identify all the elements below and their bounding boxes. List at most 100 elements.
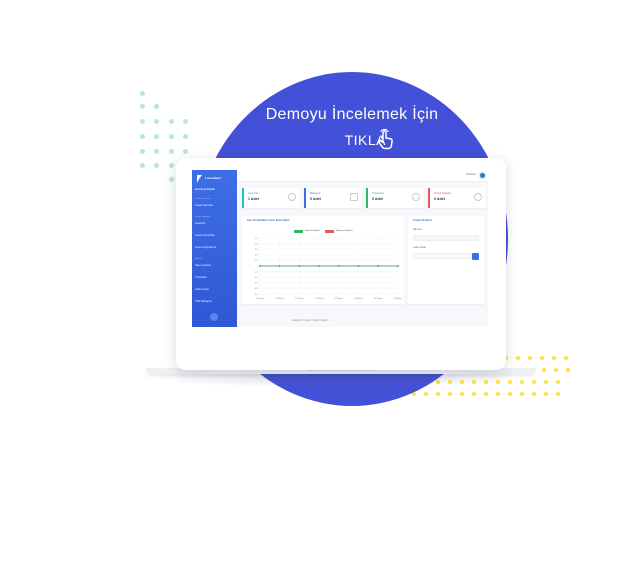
sidebar-item-license-checks[interactable]: Lisans Kontrolleri: [195, 234, 215, 237]
x-tick-label: 23 Mayıs: [334, 298, 344, 300]
yellow-dot: [554, 368, 558, 372]
sidebar-item-site-settings[interactable]: Sitem Ayarları: [195, 264, 212, 267]
yellow-dot: [504, 356, 508, 360]
green-dot: [154, 104, 159, 109]
green-dot: [140, 91, 145, 96]
clock-icon: [474, 193, 482, 201]
y-tick-label: 0.4: [255, 255, 259, 257]
footer-text: Geliştiren: Lisans Yönetim Sistemi: [292, 319, 329, 322]
data-point[interactable]: [259, 265, 261, 267]
stat-value: 0 Adet: [434, 197, 445, 201]
license-check-title: Lisans Kontrol: [413, 219, 432, 222]
logo-text: LisansBeni: [205, 176, 222, 180]
app-topbar: Kullanıcı: [237, 170, 488, 182]
yellow-dot: [424, 392, 428, 396]
sidebar-heading-ops: Lisans İşlemleri: [195, 216, 211, 218]
y-tick-label: 0.6: [255, 249, 259, 251]
yellow-dot: [412, 392, 416, 396]
legend-swatch-success[interactable]: [294, 230, 303, 233]
green-dot: [154, 119, 159, 124]
user-avatar[interactable]: [479, 172, 486, 179]
cta-text-line2[interactable]: TIKLA: [344, 132, 386, 148]
x-tick-label: 24 Mayıs: [354, 298, 364, 300]
cta-text-line1[interactable]: Demoyu İncelemek İçin: [265, 106, 439, 123]
x-tick-label: 20 Mayıs: [275, 298, 285, 300]
yellow-dot: [532, 380, 536, 384]
yellow-dot: [448, 392, 452, 396]
yellow-dot: [484, 380, 488, 384]
green-dot: [154, 149, 159, 154]
green-dot: [169, 134, 174, 139]
yellow-dot: [508, 392, 512, 396]
yellow-dot: [496, 392, 500, 396]
laptop-base: [146, 368, 536, 374]
yellow-dot: [528, 356, 532, 360]
stat-label: Bekleyen: [310, 192, 321, 195]
logo-icon: [197, 175, 202, 183]
yellow-dot: [448, 380, 452, 384]
sidebar-item-about[interactable]: Hakkımızda: [195, 288, 209, 291]
y-tick-label: 0.2: [255, 260, 259, 262]
y-tick-label: -0.6: [254, 283, 259, 285]
yellow-dot: [460, 380, 464, 384]
sidebar-toggle-button[interactable]: [210, 313, 218, 321]
yellow-dot: [472, 380, 476, 384]
license-code-label: Lisans Kodu: [413, 247, 426, 249]
check-icon: [412, 193, 420, 201]
data-point[interactable]: [278, 265, 281, 267]
yellow-dot: [436, 392, 440, 396]
green-dot: [140, 149, 145, 154]
laptop-frame: LisansBeni Gösterge Paneli Lisans Yöneti…: [176, 158, 506, 370]
x-tick-label: 22 Mayıs: [315, 298, 325, 300]
stat-label: Süresi Dolanlar: [434, 192, 452, 195]
line-chart: 1.00.80.60.40.20-0.2-0.4-0.6-0.8-1.019 M…: [254, 237, 402, 300]
data-point[interactable]: [377, 265, 380, 267]
x-tick-label: 21 Mayıs: [295, 298, 305, 300]
domain-input[interactable]: [413, 235, 479, 241]
sidebar-item-license-ops[interactable]: Lisans İşlemleri: [195, 204, 213, 207]
y-tick-label: -0.4: [254, 277, 259, 279]
green-dot: [140, 104, 145, 109]
stat-card-pending: Bekleyen 0 Adet: [304, 188, 362, 208]
sidebar-item-php-encrypt[interactable]: PHP Şifreleme: [195, 300, 212, 303]
legend-swatch-fail[interactable]: [325, 230, 334, 233]
license-code-input[interactable]: [413, 253, 471, 259]
data-point[interactable]: [357, 265, 360, 267]
stat-value: 1 Adet: [248, 197, 259, 201]
yellow-dot: [544, 380, 548, 384]
chart-card: Son 10 Günlük Lisans Kontrolleri Başarıl…: [242, 216, 404, 304]
stat-label: Onaylanan: [372, 192, 385, 195]
yellow-dot: [472, 392, 476, 396]
green-dot: [140, 119, 145, 124]
sidebar-item-licenses[interactable]: Lisanslar: [195, 222, 206, 225]
data-point[interactable]: [318, 265, 321, 267]
yellow-dot: [556, 392, 560, 396]
y-tick-label: 0.8: [255, 243, 259, 245]
stat-card-approved: Onaylanan 0 Adet: [366, 188, 424, 208]
yellow-dot: [552, 356, 556, 360]
chart-title: Son 10 Günlük Lisans Kontrolleri: [247, 219, 290, 222]
data-point[interactable]: [337, 265, 340, 267]
sidebar-item-admins[interactable]: Yöneticiler: [195, 276, 208, 279]
green-dot: [183, 134, 188, 139]
green-dot: [169, 119, 174, 124]
sidebar-item-dashboard[interactable]: Gösterge Paneli: [195, 188, 215, 191]
yellow-dot: [532, 392, 536, 396]
hand-pointer-icon[interactable]: [374, 128, 398, 152]
stat-label: Lisanslar: [248, 192, 259, 195]
yellow-dot: [540, 356, 544, 360]
data-point[interactable]: [397, 265, 399, 267]
legend-label-fail[interactable]: Başarısız İşlemler: [336, 230, 353, 232]
yellow-dot: [564, 356, 568, 360]
stat-value: 0 Adet: [310, 197, 321, 201]
user-name[interactable]: Kullanıcı: [466, 173, 476, 176]
check-button[interactable]: [472, 253, 479, 260]
sidebar-item-license-verify[interactable]: Lisans Doğrulama: [195, 246, 216, 249]
sidebar-heading-settings: Ayarlar: [195, 258, 202, 260]
yellow-dot: [436, 380, 440, 384]
green-dot: [140, 134, 145, 139]
green-dot: [183, 119, 188, 124]
data-point[interactable]: [298, 265, 301, 267]
legend-label-success[interactable]: Başarılı İşlemler: [305, 230, 320, 232]
green-dot: [169, 163, 174, 168]
